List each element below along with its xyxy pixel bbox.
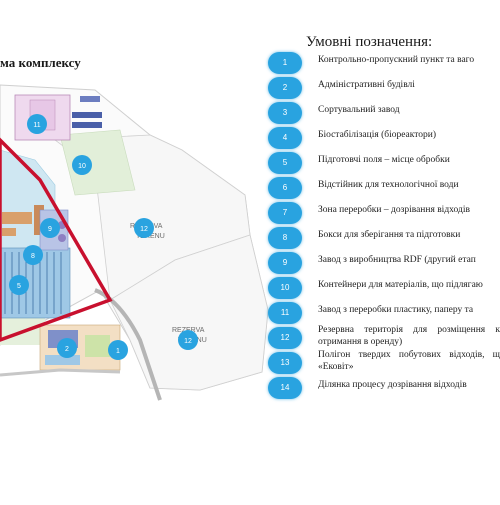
svg-text:2: 2 xyxy=(65,346,69,353)
legend-badge: 5 xyxy=(268,152,302,174)
legend-badge: 6 xyxy=(268,177,302,199)
legend-badge: 9 xyxy=(268,252,302,274)
road xyxy=(0,368,121,377)
legend-badge: 12 xyxy=(268,327,302,349)
legend-badge: 1 xyxy=(268,52,302,74)
legend-item-14: 14 Ділянка процесу дозрівання відходів xyxy=(268,377,500,399)
marker-12b: 12 xyxy=(178,330,198,350)
storage-block xyxy=(72,112,102,118)
tank xyxy=(58,234,66,242)
plan-title: ма комплексу xyxy=(0,55,81,70)
legend-item-10: 10 Контейнери для матеріалів, що підляга… xyxy=(268,277,500,299)
legend-badge: 13 xyxy=(268,352,302,374)
storage-box xyxy=(34,205,44,235)
reserve-zone-a-label: TERENU xyxy=(136,233,165,240)
legend-badge: 11 xyxy=(268,302,302,324)
legend-badge: 3 xyxy=(268,102,302,124)
storage-block xyxy=(72,122,102,128)
legend-label: Завод з виробництва RDF (другий етап xyxy=(318,255,476,265)
legend-label: Контрольно-пропускний пункт та ваго xyxy=(318,55,475,65)
marker-5: 5 xyxy=(9,275,29,295)
legend-badge: 7 xyxy=(268,202,302,224)
storage-block xyxy=(80,96,100,102)
legend-label: Зона переробки – дозрівання відходів xyxy=(318,205,470,215)
legend-label: Контейнери для матеріалів, що підлягаю xyxy=(318,280,483,290)
legend-label: Полігон твердих побутових відходів, щ «Е… xyxy=(318,350,500,372)
svg-text:1: 1 xyxy=(116,348,120,355)
marker-12a: 12 xyxy=(134,218,154,238)
legend-badge: 8 xyxy=(268,227,302,249)
legend-badge: 10 xyxy=(268,277,302,299)
admin-building xyxy=(85,335,110,357)
reserve-zone-b xyxy=(109,234,269,391)
project-boundary xyxy=(0,137,113,342)
legend-item-12: 12 Резервна територія для розміщення к о… xyxy=(268,325,500,349)
svg-text:12: 12 xyxy=(184,338,192,345)
legend-label: Завод з переробки пластику, паперу та xyxy=(318,305,474,315)
legend-item-13: 13 Полігон твердих побутових відходів, щ… xyxy=(268,350,500,374)
legend-label: Бокси для зберігання та підготовки xyxy=(318,230,461,240)
legend-item-6: 6 Відстійник для технологічної води xyxy=(268,177,500,199)
legend-label: Біостабілізація (біореактори) xyxy=(318,130,437,140)
svg-text:11: 11 xyxy=(33,122,40,129)
legend-item-9: 9 Завод з виробництва RDF (другий етап xyxy=(268,252,500,274)
legend-item-11: 11 Завод з переробки пластику, паперу та xyxy=(268,302,500,324)
legend-item-2: 2 Адміністративні будівлі xyxy=(268,77,500,99)
site-plan-drawing: REZERVA TERENU REZERVA TERENU 11 10 9 8 … xyxy=(0,84,269,401)
legend-item-8: 8 Бокси для зберігання та підготовки xyxy=(268,227,500,249)
marker-1: 1 xyxy=(108,340,128,360)
site-plan: REZERVA TERENU REZERVA TERENU 11 10 9 8 … xyxy=(0,55,269,401)
legend-label: Ділянка процесу дозрівання відходів xyxy=(318,380,467,390)
marker-8: 8 xyxy=(23,245,43,265)
legend-label: Сортувальний завод xyxy=(318,105,400,115)
legend-label: Відстійник для технологічної води xyxy=(318,180,459,190)
legend-badge: 4 xyxy=(268,127,302,149)
green-area xyxy=(59,129,136,196)
legend-item-1: 1 Контрольно-пропускний пункт та ваго xyxy=(268,52,500,74)
svg-text:12: 12 xyxy=(140,226,148,233)
legend-item-3: 3 Сортувальний завод xyxy=(268,102,500,124)
legend-badge: 2 xyxy=(268,77,302,99)
svg-text:8: 8 xyxy=(31,253,35,260)
svg-text:5: 5 xyxy=(17,283,21,290)
marker-10: 10 xyxy=(72,155,92,175)
svg-text:10: 10 xyxy=(78,163,86,170)
svg-text:9: 9 xyxy=(48,226,52,233)
legend-item-4: 4 Біостабілізація (біореактори) xyxy=(268,127,500,149)
storage-box xyxy=(2,228,16,236)
legend-label: Адміністративні будівлі xyxy=(318,80,415,90)
parking xyxy=(45,355,80,365)
legend-label: Резервна територія для розміщення к отри… xyxy=(318,325,500,347)
legend-item-5: 5 Підготовчі поля – місце обробки xyxy=(268,152,500,174)
marker-11: 11 xyxy=(27,114,47,134)
legend-badge: 14 xyxy=(268,377,302,399)
legend-label: Підготовчі поля – місце обробки xyxy=(318,155,450,165)
marker-2: 2 xyxy=(57,338,77,358)
legend-title: Умовні позначення: xyxy=(306,34,433,50)
marker-9: 9 xyxy=(40,218,60,238)
legend-item-7: 7 Зона переробки – дозрівання відходів xyxy=(268,202,500,224)
storage-box xyxy=(2,212,32,224)
